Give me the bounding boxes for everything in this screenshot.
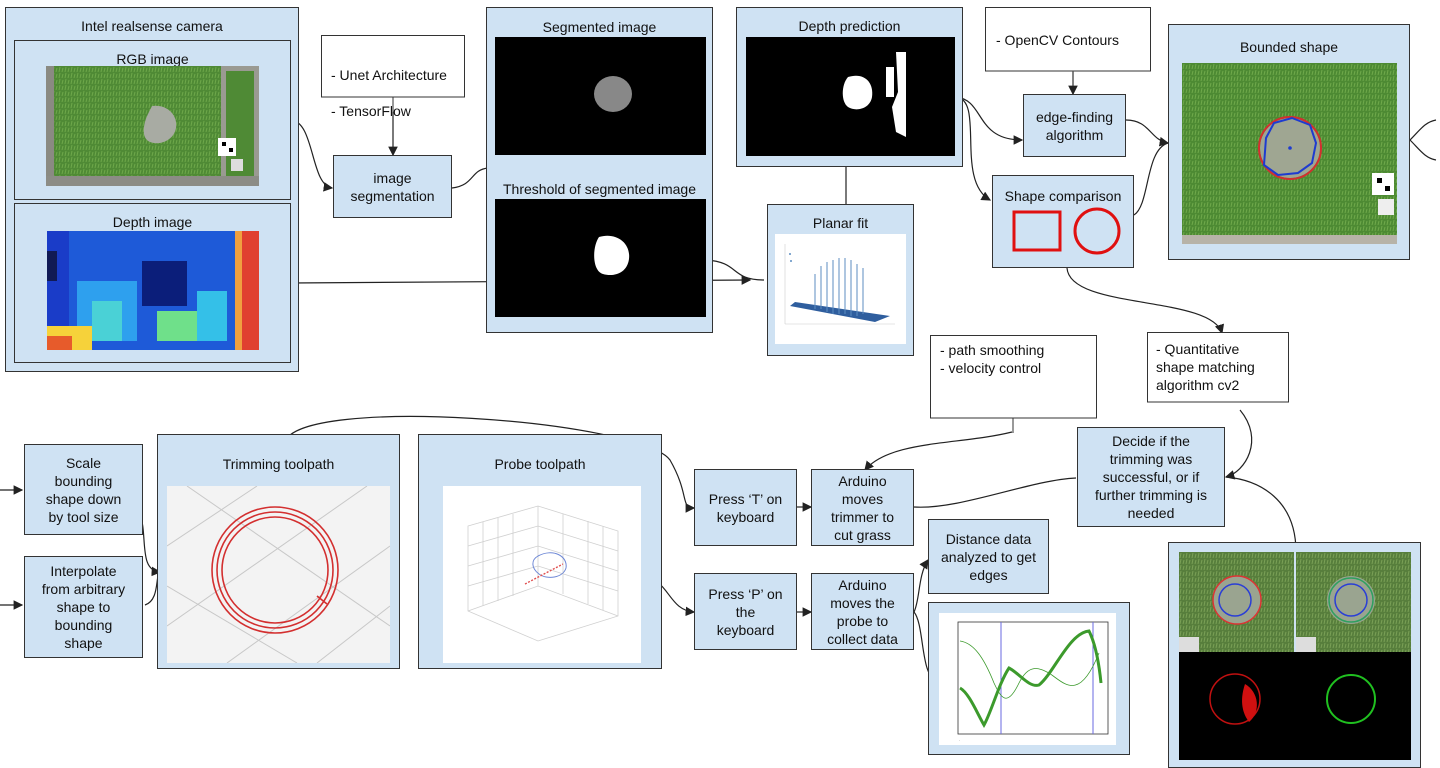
- shape-comparison-title: Shape comparison: [1004, 188, 1122, 204]
- depth-image: [47, 231, 259, 350]
- interpolate-box: Interpolate from arbitrary shape to boun…: [24, 556, 143, 658]
- segmented-title: Segmented image: [542, 19, 657, 35]
- unet-note-line2: - TensorFlow: [331, 103, 411, 119]
- edge-finding-box: edge-finding algorithm: [1023, 94, 1126, 157]
- arduino-probe-box: Arduino moves the probe to collect data: [811, 573, 914, 650]
- arduino-trim-box: Arduino moves trimmer to cut grass: [811, 469, 914, 546]
- rgb-image-title: RGB image: [116, 51, 189, 67]
- depth-image-title: Depth image: [112, 214, 193, 230]
- quant-note: - Quantitative shape matching algorithm …: [1156, 341, 1255, 393]
- path-note: - path smoothing - velocity control: [940, 342, 1045, 376]
- image-segmentation-box: image segmentation: [333, 155, 452, 218]
- trimming-toolpath-plot: [167, 486, 390, 663]
- svg-text:.: .: [959, 737, 960, 742]
- circle-shape-icon: [1073, 207, 1121, 255]
- shape-comparison-icons: [1012, 207, 1121, 255]
- rgb-image: [46, 66, 259, 186]
- bounded-shape-image: [1182, 63, 1397, 244]
- segmented-image: [495, 37, 706, 155]
- threshold-image: [495, 199, 706, 317]
- unet-note-line1: - Unet Architecture: [331, 67, 447, 83]
- shape-comparison-group: Shape comparison: [992, 175, 1134, 268]
- bounded-shape-title: Bounded shape: [1239, 39, 1339, 55]
- scale-box: Scale bounding shape down by tool size: [24, 444, 143, 535]
- camera-title: Intel realsense camera: [81, 18, 223, 34]
- press-p-box: Press ‘P’ on the keyboard: [694, 573, 797, 650]
- result-image: [1179, 552, 1411, 760]
- threshold-title: Threshold of segmented image: [503, 181, 696, 197]
- quant-note-shape: [1147, 332, 1289, 403]
- decide-box: Decide if the trimming was successful, o…: [1077, 427, 1225, 527]
- planar-fit-title: Planar fit: [812, 215, 869, 231]
- unet-note-shape: [321, 35, 465, 112]
- probe-toolpath-title: Probe toolpath: [494, 456, 586, 472]
- planar-fit-plot: [775, 234, 906, 344]
- square-shape-icon: [1012, 210, 1062, 252]
- trimming-toolpath-title: Trimming toolpath: [222, 456, 335, 472]
- depth-prediction-image: [746, 37, 955, 156]
- press-t-box: Press ‘T’ on keyboard: [694, 469, 797, 546]
- probe-toolpath-plot: [443, 486, 641, 663]
- opencv-note: - OpenCV Contours: [996, 32, 1119, 48]
- depth-prediction-title: Depth prediction: [798, 18, 901, 34]
- opencv-note-shape: [985, 7, 1151, 86]
- distance-plot: .: [939, 613, 1116, 745]
- path-note-shape: [930, 335, 1097, 433]
- distance-box: Distance data analyzed to get edges: [928, 519, 1049, 594]
- unet-note: - Unet Architecture - TensorFlow: [331, 48, 447, 138]
